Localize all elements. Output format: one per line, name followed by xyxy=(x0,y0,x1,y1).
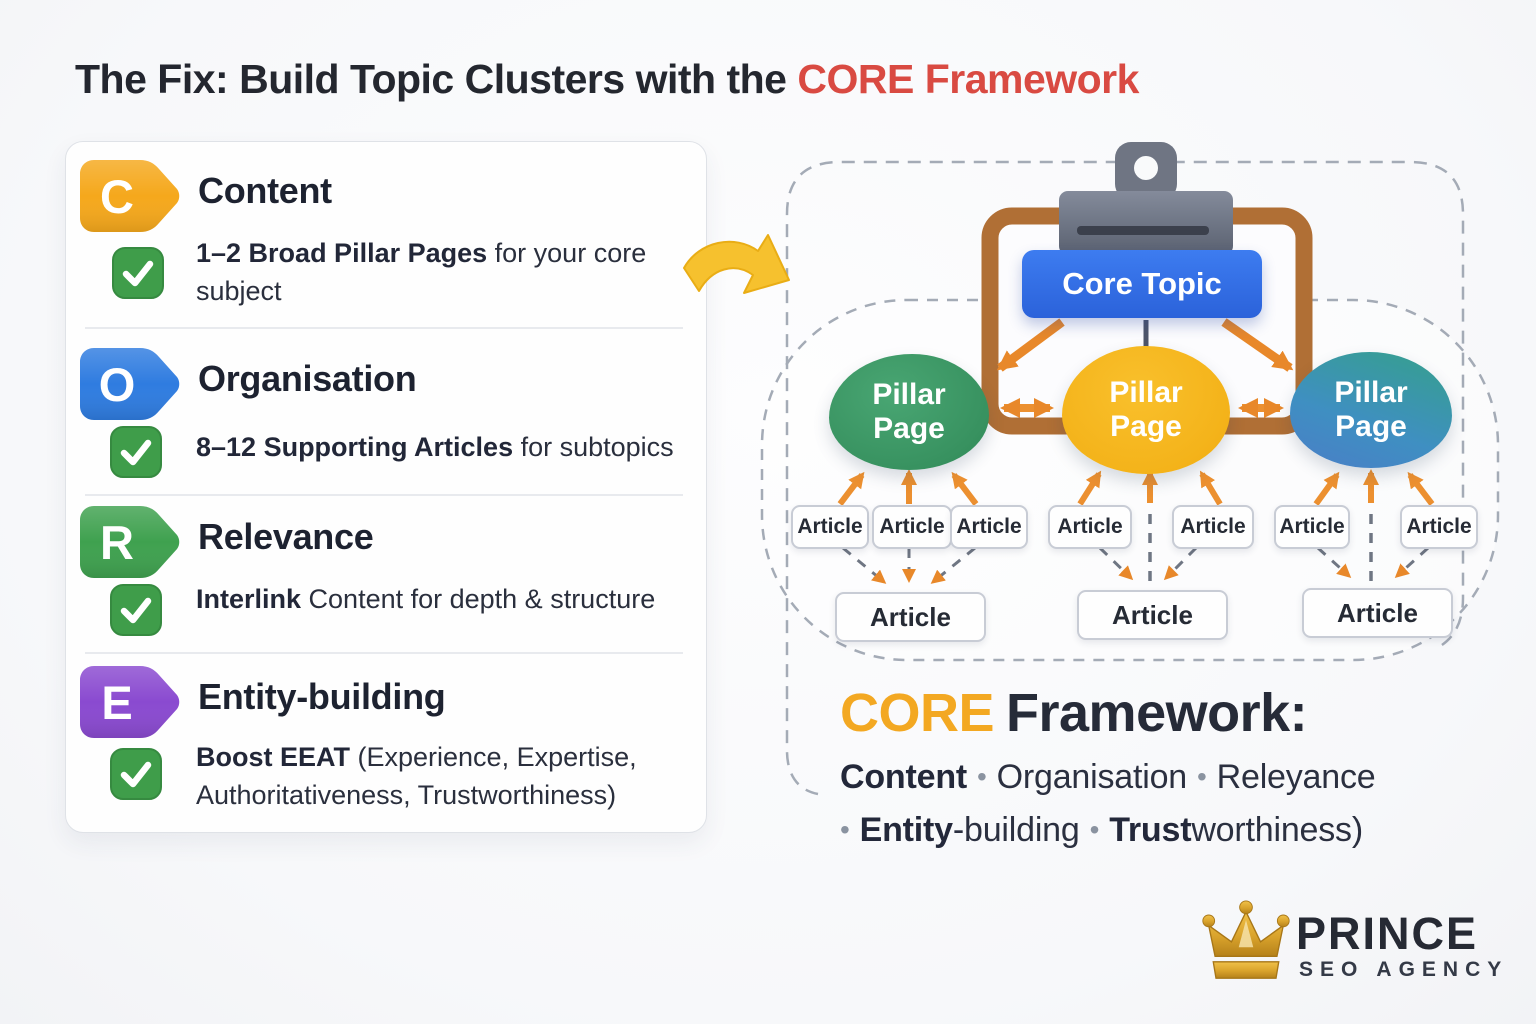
bullet-dot: • xyxy=(977,761,987,792)
article-node-bottom: Article xyxy=(835,592,986,642)
article-node: Article xyxy=(1274,505,1350,549)
article-node: Article xyxy=(791,505,869,549)
arrow-core-to-left-pillar xyxy=(996,318,1065,372)
checkmark-icon xyxy=(112,247,164,299)
summary-item: Trust xyxy=(1109,811,1192,849)
desc-bold: Boost EEAT xyxy=(196,742,350,772)
desc-bold: Interlink xyxy=(196,584,302,614)
pillar-label: Pillar Page xyxy=(872,378,946,445)
section-title-content: Content xyxy=(198,170,332,211)
desc-rest: for subtopics xyxy=(513,432,674,462)
article-node-bottom: Article xyxy=(1302,588,1453,638)
section-title-entity: Entity-building xyxy=(198,676,446,717)
title-prefix: The Fix: xyxy=(75,56,229,102)
crown-icon xyxy=(1200,900,1292,985)
summary-line-2: • Entity-building • Trustworthiness) xyxy=(840,811,1500,850)
pillar-label: Pillar Page xyxy=(1334,376,1408,443)
desc-rest: for your core subject xyxy=(196,238,647,306)
desc-rest: Content for depth & structure xyxy=(301,584,656,614)
section-title-organisation: Organisation xyxy=(198,358,417,399)
checkmark-icon xyxy=(110,748,162,800)
badge-r-letter: R xyxy=(100,515,134,569)
desc-bold: 1–2 Broad Pillar Pages xyxy=(196,238,488,268)
pillar-page-node-left: Pillar Page xyxy=(829,354,989,470)
article-node: Article xyxy=(1400,505,1478,549)
section-desc-content: 1–2 Broad Pillar Pages for your core sub… xyxy=(196,234,656,310)
desc-rest: (Experience, Expertise, Authoritativenes… xyxy=(196,742,637,810)
article-node-bottom: Article xyxy=(1077,590,1228,640)
divider xyxy=(85,494,683,496)
badge-o-letter: O xyxy=(98,357,136,411)
checkmark-icon xyxy=(110,584,162,636)
desc-bold: 8–12 Supporting Articles xyxy=(196,432,514,462)
title-highlight: CORE Framework xyxy=(797,56,1139,102)
logo-name: PRINCE xyxy=(1296,908,1479,959)
arrow-core-to-right-pillar xyxy=(1221,318,1294,372)
bullet-dot: • xyxy=(1197,761,1207,792)
summary-heading-rest: Framework: xyxy=(1006,683,1308,743)
article-to-pillar-arrows xyxy=(837,469,1435,506)
pillar-page-node-center: Pillar Page xyxy=(1062,346,1230,474)
summary-line-1: Content • Organisation • Releyance xyxy=(840,758,1500,797)
bullet-dot: • xyxy=(1089,814,1100,845)
section-desc-relevance: Interlink Content for depth & structure xyxy=(196,580,655,618)
divider xyxy=(85,327,683,329)
logo-subtitle: SEO AGENCY xyxy=(1299,958,1509,981)
badge-r-icon: R xyxy=(80,506,182,578)
summary-item: worthiness) xyxy=(1191,811,1363,849)
checkmark-icon xyxy=(110,426,162,478)
checklist-card xyxy=(65,141,707,833)
article-node: Article xyxy=(950,505,1028,549)
summary-item: Entity xyxy=(859,811,953,849)
summary-item: Content xyxy=(840,758,968,796)
pillar-label: Pillar Page xyxy=(1109,376,1183,443)
divider xyxy=(85,652,683,654)
summary-item: Releyance xyxy=(1216,758,1376,796)
bullet-dot: • xyxy=(840,814,850,845)
badge-c-letter: C xyxy=(100,169,134,223)
section-title-relevance: Relevance xyxy=(198,516,374,557)
section-desc-organisation: 8–12 Supporting Articles for subtopics xyxy=(196,428,674,466)
badge-o-icon: O xyxy=(80,348,182,420)
pillar-page-node-right: Pillar Page xyxy=(1290,352,1452,468)
summary-item: -building xyxy=(952,811,1080,849)
article-node: Article xyxy=(1048,505,1132,549)
badge-e-icon: E xyxy=(80,666,182,738)
article-node: Article xyxy=(1172,505,1254,549)
core-topic-node: Core Topic xyxy=(1022,250,1262,318)
badge-c-icon: C xyxy=(80,160,182,232)
page-title: The Fix: Build Topic Clusters with the C… xyxy=(75,56,1139,103)
article-node: Article xyxy=(872,505,952,549)
summary-heading-accent: CORE xyxy=(840,683,995,743)
summary-item: Organisation xyxy=(996,758,1188,796)
badge-e-letter: E xyxy=(101,675,133,729)
section-desc-entity: Boost EEAT (Experience, Expertise, Autho… xyxy=(196,738,671,814)
title-middle: Build Topic Clusters with the xyxy=(228,56,798,102)
